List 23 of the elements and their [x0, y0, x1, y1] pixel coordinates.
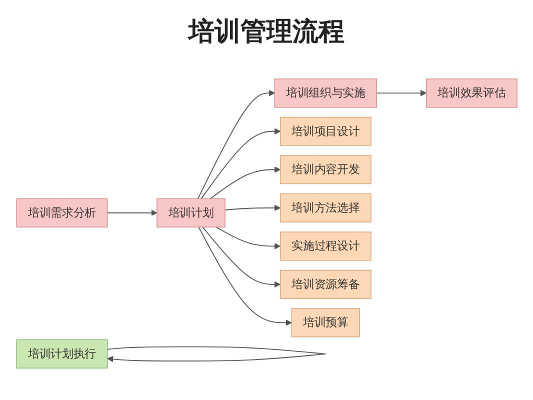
arrow	[215, 226, 280, 250]
arrow	[200, 128, 280, 200]
arrow	[197, 90, 275, 200]
arrow	[106, 346, 326, 362]
arrow	[198, 226, 292, 326]
node-box	[16, 339, 108, 368]
arrow	[202, 226, 280, 288]
node-box	[426, 78, 518, 108]
diagram-title: 培训管理流程	[188, 16, 344, 49]
node-box	[280, 116, 372, 146]
node-box	[280, 270, 372, 299]
node-box	[280, 232, 372, 261]
arrow	[224, 204, 280, 211]
arrow	[209, 166, 280, 200]
node-box	[280, 193, 372, 222]
node-box	[16, 198, 108, 228]
node-box	[274, 78, 377, 108]
node-box	[280, 155, 372, 184]
node-box	[156, 198, 226, 228]
flowchart: 培训需求分析 培训计划 培训组织与实施 培训效果评估 培训项目设计 培训内容开发 培训方法选择 实施过程设计 培训资源筹备 培训预算 培训计划执行	[10, 55, 522, 392]
arrow	[376, 90, 426, 96]
node-box	[290, 308, 360, 338]
arrow	[106, 210, 157, 216]
